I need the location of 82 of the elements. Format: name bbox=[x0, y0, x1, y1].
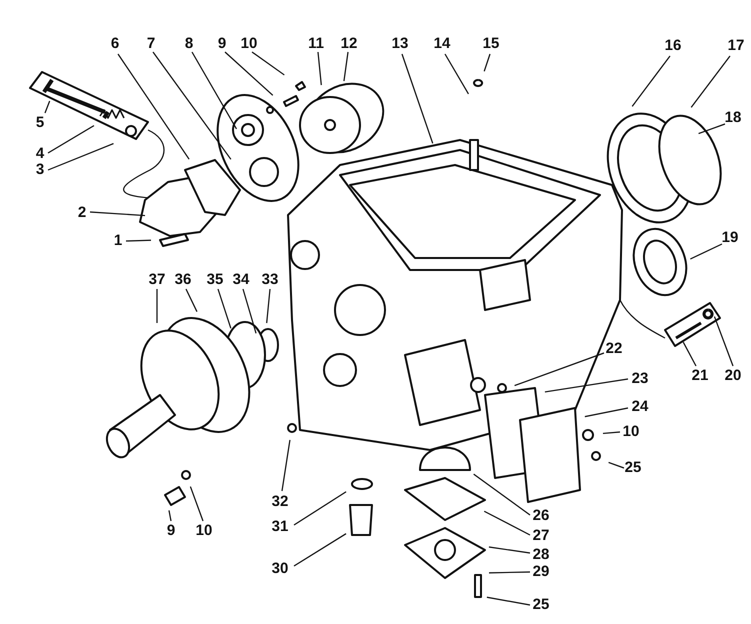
leader-line bbox=[486, 596, 530, 606]
leader-line bbox=[690, 56, 730, 108]
callout-number: 15 bbox=[482, 36, 500, 52]
leader-line bbox=[488, 546, 530, 554]
leader-line bbox=[118, 54, 190, 160]
leader-line bbox=[484, 54, 491, 72]
callout-number: 9 bbox=[166, 523, 176, 539]
leader-line bbox=[168, 510, 172, 522]
leader-line bbox=[152, 52, 232, 160]
leader-line bbox=[714, 316, 734, 366]
callout-number: 13 bbox=[392, 36, 408, 52]
leader-line bbox=[317, 52, 322, 86]
leader-line bbox=[584, 407, 628, 418]
leader-line bbox=[48, 125, 94, 154]
leader-line bbox=[632, 56, 670, 107]
callout-number: 31 bbox=[272, 519, 288, 535]
callout-number: 8 bbox=[184, 36, 194, 52]
callout-number: 17 bbox=[728, 38, 744, 54]
leader-line bbox=[294, 533, 346, 566]
callout-number: 26 bbox=[532, 508, 550, 524]
leader-line bbox=[242, 288, 257, 334]
leader-line bbox=[401, 54, 434, 144]
callout-number: 10 bbox=[240, 36, 258, 52]
leader-line bbox=[185, 288, 198, 312]
callout-number: 34 bbox=[232, 272, 250, 288]
callout-number: 20 bbox=[724, 368, 742, 384]
leader-line bbox=[48, 143, 114, 171]
callout-number: 14 bbox=[434, 36, 450, 52]
callout-number: 12 bbox=[340, 36, 358, 52]
leader-line bbox=[126, 240, 152, 242]
callout-number: 1 bbox=[114, 233, 122, 249]
callout-number: 23 bbox=[632, 371, 648, 387]
callout-number: 27 bbox=[532, 528, 550, 544]
leader-line bbox=[444, 54, 469, 94]
leader-line bbox=[473, 474, 530, 516]
leader-line bbox=[484, 510, 530, 536]
leader-line bbox=[294, 491, 346, 526]
callout-number: 16 bbox=[664, 38, 682, 54]
leader-line bbox=[190, 486, 204, 522]
leader-line bbox=[217, 288, 232, 329]
leader-line bbox=[191, 52, 238, 130]
leader-line bbox=[602, 431, 620, 434]
callout-number: 29 bbox=[532, 564, 550, 580]
callout-number: 22 bbox=[606, 341, 622, 357]
leader-line bbox=[266, 288, 271, 324]
callout-number: 35 bbox=[206, 272, 224, 288]
callout-number: 24 bbox=[632, 399, 648, 415]
callout-number: 11 bbox=[308, 36, 324, 52]
leader-line bbox=[682, 342, 697, 366]
leader-line bbox=[488, 571, 530, 574]
callout-number: 25 bbox=[532, 597, 550, 613]
callout-number: 28 bbox=[532, 547, 550, 563]
callout-number: 21 bbox=[692, 368, 708, 384]
leader-line bbox=[44, 100, 50, 114]
callout-number: 2 bbox=[78, 205, 86, 221]
callout-number: 37 bbox=[148, 272, 166, 288]
callout-number: 4 bbox=[36, 146, 44, 162]
leader-line bbox=[698, 123, 726, 134]
callout-number: 9 bbox=[218, 36, 226, 52]
callout-number: 7 bbox=[146, 36, 156, 52]
callout-number: 36 bbox=[174, 272, 192, 288]
callout-number: 10 bbox=[622, 424, 640, 440]
leader-line bbox=[343, 52, 349, 82]
callout-number: 6 bbox=[110, 36, 120, 52]
leader-line bbox=[514, 352, 604, 386]
callout-number: 10 bbox=[196, 523, 212, 539]
leader-line bbox=[690, 243, 722, 260]
leader-line bbox=[544, 378, 628, 393]
callout-number: 18 bbox=[724, 110, 742, 126]
callout-number: 3 bbox=[36, 162, 44, 178]
leader-line bbox=[608, 462, 624, 469]
leader-line bbox=[224, 52, 274, 96]
callout-number: 33 bbox=[262, 272, 278, 288]
callout-number: 32 bbox=[272, 494, 288, 510]
callout-number: 5 bbox=[36, 115, 44, 131]
leader-line bbox=[281, 440, 291, 492]
leader-line bbox=[156, 289, 158, 323]
callout-number: 19 bbox=[722, 230, 738, 246]
callout-number: 25 bbox=[624, 460, 642, 476]
leader-line bbox=[252, 52, 285, 76]
callout-number: 30 bbox=[272, 561, 288, 577]
leader-line bbox=[90, 211, 146, 216]
